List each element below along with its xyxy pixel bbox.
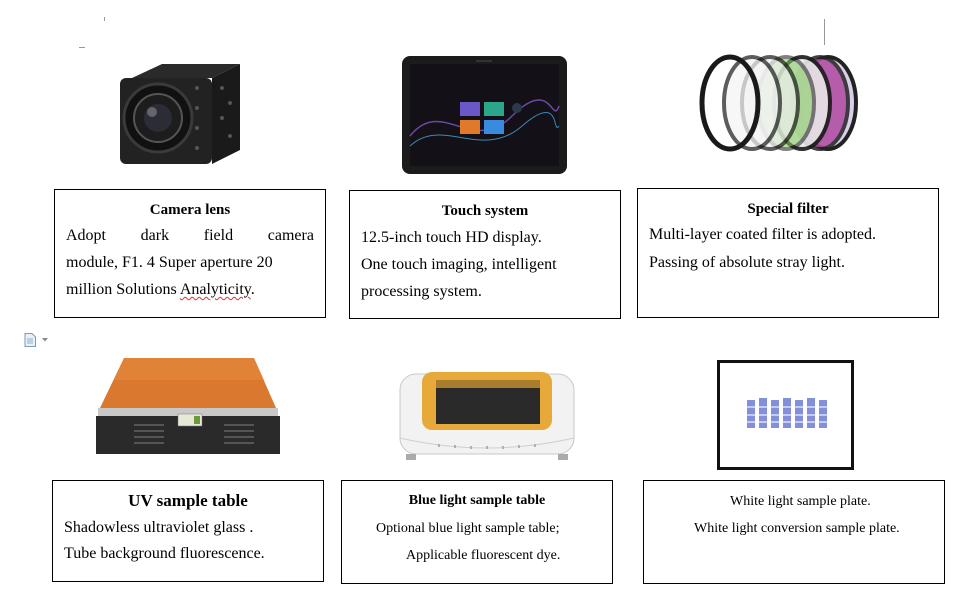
card-text-line: Passing of absolute stray light. bbox=[649, 254, 845, 271]
card-text-line: Applicable fluorescent dye. bbox=[406, 548, 561, 563]
card-title: UV sample table bbox=[128, 491, 248, 510]
camera-lens-card: Camera lens Adopt dark field camera modu… bbox=[54, 189, 326, 318]
card-title: Special filter bbox=[747, 201, 829, 217]
card-text-line: module, F1. 4 Super aperture 20 bbox=[66, 254, 273, 271]
card-title: Blue light sample table bbox=[408, 493, 546, 508]
blue-light-sample-table-card: Blue light sample table Optional blue li… bbox=[341, 480, 613, 584]
corner-mark-left bbox=[79, 47, 85, 48]
card-text-line: Tube background fluorescence. bbox=[64, 545, 265, 562]
white-light-plate-card: White light sample plate. White light co… bbox=[643, 480, 945, 584]
card-text-line: Multi-layer coated filter is adopted. bbox=[649, 226, 877, 243]
corner-mark-right bbox=[824, 19, 825, 45]
corner-mark-top bbox=[104, 17, 105, 21]
special-filter-card: Special filter Multi-layer coated filter… bbox=[637, 188, 939, 318]
card-text-line: 12.5-inch touch HD display. bbox=[361, 229, 542, 246]
card-text-line: million Solutions Analyticity. bbox=[66, 281, 255, 299]
word: camera bbox=[267, 227, 314, 244]
card-title: Touch system bbox=[441, 203, 529, 219]
uv-sample-table-image bbox=[94, 356, 280, 456]
touch-system-card: Touch system 12.5-inch touch HD display.… bbox=[349, 190, 621, 319]
word: field bbox=[203, 227, 234, 244]
filter-rings-image bbox=[690, 52, 862, 154]
dropdown-arrow-icon[interactable] bbox=[42, 338, 48, 342]
card-text-line: processing system. bbox=[361, 283, 482, 300]
white-light-plate-image bbox=[717, 360, 854, 470]
card-title: Camera lens bbox=[149, 202, 231, 218]
card-text-line: Optional blue light sample table; bbox=[376, 521, 560, 536]
spellcheck-word: Analyticity bbox=[179, 281, 251, 298]
card-text-line: White light conversion sample plate. bbox=[694, 521, 900, 536]
card-text-line: Adopt dark field camera bbox=[66, 227, 314, 245]
blue-light-sample-table-image bbox=[398, 368, 576, 464]
text-fragment: million Solutions bbox=[66, 281, 180, 298]
word: Adopt bbox=[66, 227, 106, 244]
tablet-image bbox=[402, 56, 567, 174]
card-text-line: One touch imaging, intelligent bbox=[361, 256, 557, 273]
word: dark bbox=[140, 227, 170, 244]
uv-sample-table-card: UV sample table Shadowless ultraviolet g… bbox=[52, 480, 324, 582]
document-icon[interactable] bbox=[24, 333, 36, 347]
camera-lens-image bbox=[112, 58, 252, 173]
card-text-line: White light sample plate. bbox=[730, 494, 871, 509]
card-text-line: Shadowless ultraviolet glass . bbox=[64, 519, 254, 536]
text-fragment: . bbox=[250, 281, 255, 298]
